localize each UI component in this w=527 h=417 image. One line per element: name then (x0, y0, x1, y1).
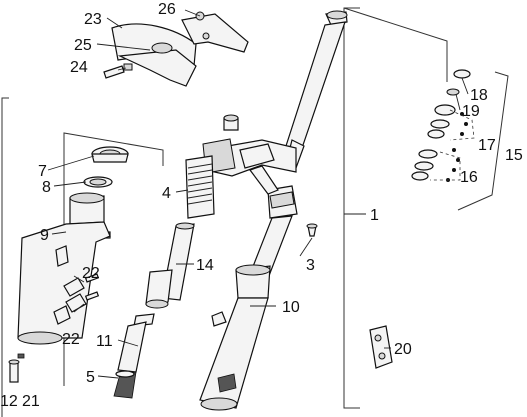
callout-11: 11 (96, 333, 113, 350)
top-clamp-part (103, 11, 249, 87)
callout-16: 16 (460, 169, 478, 186)
callout-22a: 22 (82, 265, 100, 282)
callout-5: 5 (86, 369, 95, 386)
screws-part (8, 223, 318, 383)
callout-4: 4 (162, 185, 171, 202)
callout-20: 20 (394, 341, 412, 358)
left-fork-leg-part (17, 146, 129, 345)
callout-14: 14 (196, 257, 214, 274)
callout-15: 15 (505, 147, 523, 164)
callout-22b: 22 (62, 331, 80, 348)
callout-18: 18 (470, 87, 488, 104)
callout-25: 25 (74, 37, 92, 54)
callout-12: 12 (0, 393, 18, 410)
callout-7: 7 (38, 163, 47, 180)
callout-23: 23 (84, 11, 102, 28)
right-fork-leg-part (199, 215, 293, 411)
bearing-stack-part (411, 69, 471, 182)
steering-stem-part (202, 10, 348, 219)
callout-24: 24 (70, 59, 88, 76)
spring-coils (187, 163, 213, 205)
callout-26: 26 (158, 1, 176, 18)
callout-17: 17 (478, 137, 496, 154)
callout-1: 1 (370, 207, 379, 224)
callout-9: 9 (40, 227, 49, 244)
callout-labels: 1 3 4 5 7 8 9 10 11 12 14 15 16 17 18 19… (0, 1, 523, 410)
callout-3: 3 (306, 257, 315, 274)
callout-21: 21 (22, 393, 40, 410)
callout-8: 8 (42, 179, 51, 196)
callout-19: 19 (462, 103, 480, 120)
fork-internals-part (113, 114, 239, 399)
bracket-part (369, 325, 393, 369)
callout-10: 10 (282, 299, 300, 316)
leader-lines (47, 9, 475, 379)
